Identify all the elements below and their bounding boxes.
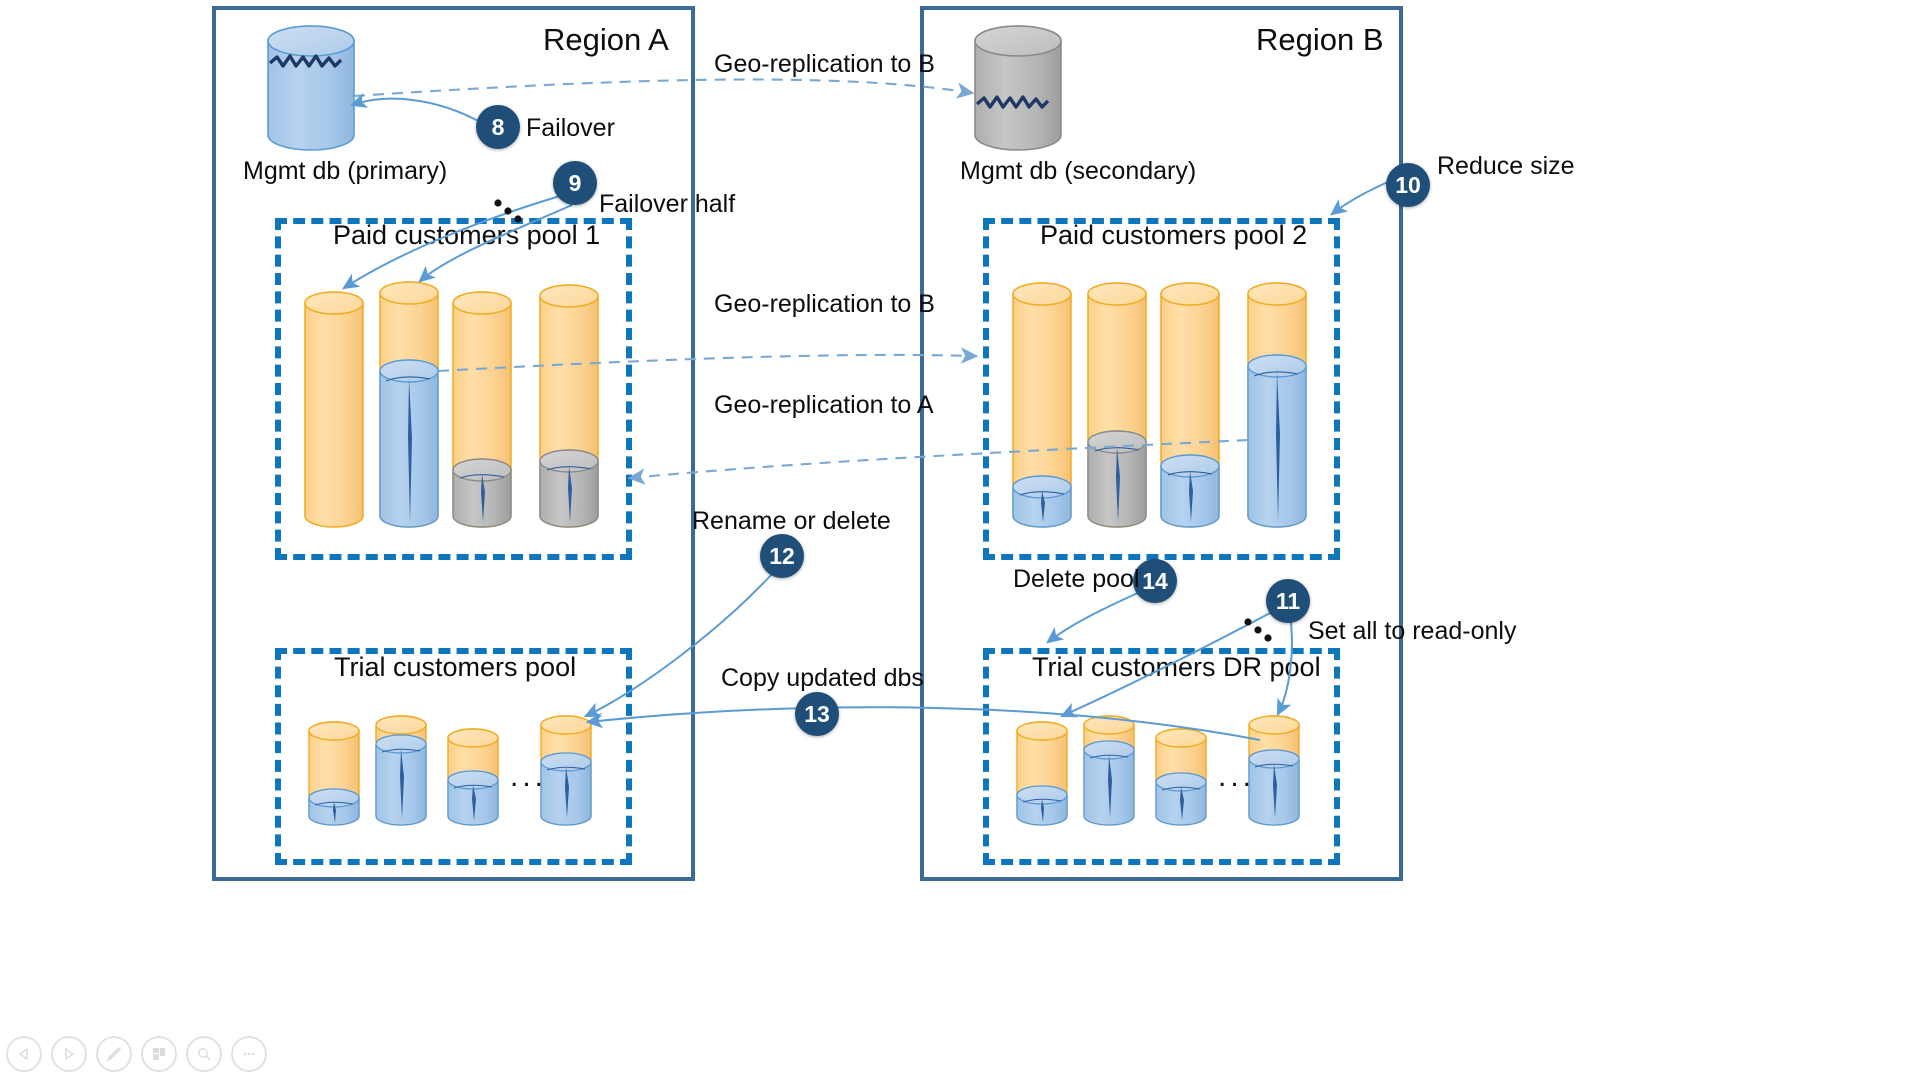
trial-db-3 — [447, 728, 499, 826]
more-button[interactable] — [231, 1036, 267, 1072]
set-read-only-arrow-2 — [1276, 613, 1293, 717]
trial-customers-dr-pool-box — [983, 648, 1340, 865]
trial-dr-db-2 — [1083, 715, 1135, 826]
step-badge-13[interactable]: 13 — [795, 692, 839, 736]
region-b-box — [920, 6, 1403, 881]
trial-db-1 — [308, 721, 360, 826]
bottom-toolbar — [0, 1036, 267, 1072]
step-badge-10[interactable]: 10 — [1386, 163, 1430, 207]
trial-customers-pool-box — [275, 648, 632, 865]
step-badge-12[interactable]: 12 — [760, 534, 804, 578]
trial-dr-pool-ellipsis: ... — [1218, 760, 1256, 793]
step-label-9: Failover half — [599, 190, 736, 218]
trial-db-4 — [540, 715, 592, 826]
pool1-db-2 — [379, 281, 439, 528]
step-label-12: Rename or delete — [692, 507, 891, 535]
pencil-icon — [106, 1047, 121, 1062]
ellipsis-icon — [243, 1052, 255, 1056]
geo-replication-to-a-label: Geo-replication to A — [714, 391, 934, 419]
trial-db-2 — [375, 715, 427, 826]
step-label-13: Copy updated dbs — [721, 664, 924, 692]
step-label-10: Reduce size — [1437, 152, 1575, 180]
region-a-box — [212, 6, 695, 881]
pool2-db-2 — [1087, 282, 1147, 528]
step-badge-11[interactable]: 11 — [1266, 579, 1310, 623]
set-read-only-arrow-1 — [1059, 611, 1273, 718]
step-badge-14[interactable]: 14 — [1133, 559, 1177, 603]
edit-button[interactable] — [96, 1036, 132, 1072]
delete-pool-arrow — [1046, 591, 1141, 644]
geo-replication-to-b-arrow — [437, 347, 979, 373]
magnifier-icon — [198, 1048, 211, 1061]
pool1-db-1 — [304, 291, 364, 528]
paid-customers-pool-1-title: Paid customers pool 1 — [333, 220, 601, 250]
triangle-right-icon — [65, 1047, 75, 1061]
trial-customers-pool-title: Trial customers pool — [334, 652, 577, 682]
trial-dr-db-4 — [1248, 715, 1300, 826]
geo-replication-mgmt-arrow — [353, 78, 975, 99]
failover-half-arrow-1 — [341, 195, 561, 290]
geo-replication-mgmt-label: Geo-replication to B — [714, 50, 935, 78]
trial-dr-db-1 — [1016, 721, 1068, 826]
region-b-title: Region B — [1256, 22, 1384, 57]
previous-button[interactable] — [6, 1036, 42, 1072]
step-label-11: Set all to read-only — [1308, 617, 1517, 645]
step-badge-8[interactable]: 8 — [476, 105, 520, 149]
mgmt-db-primary-label: Mgmt db (primary) — [243, 157, 448, 185]
failover-half-arrow-2 — [418, 204, 573, 283]
paid-customers-pool-2-box — [983, 218, 1340, 560]
trial-dr-db-3 — [1155, 728, 1207, 826]
geo-replication-to-a-arrow — [627, 438, 1249, 485]
paid-customers-pool-2-title: Paid customers pool 2 — [1040, 220, 1308, 250]
paid-customers-pool-1-box — [275, 218, 632, 560]
tilted-dots-dr-pool — [1244, 618, 1272, 642]
trial-pool-ellipsis: ... — [510, 760, 548, 793]
geo-replication-to-b-label: Geo-replication to B — [714, 290, 935, 318]
zoom-button[interactable] — [186, 1036, 222, 1072]
step-label-14: Delete pool — [1013, 565, 1140, 593]
step-badge-9[interactable]: 9 — [553, 161, 597, 205]
trial-customers-dr-pool-title: Trial customers DR pool — [1032, 652, 1321, 682]
failover-arrow — [349, 92, 481, 123]
layout-icon — [153, 1048, 165, 1060]
region-a-title: Region A — [543, 22, 669, 57]
tilted-dots-pool1 — [494, 199, 522, 223]
reduce-size-arrow — [1330, 179, 1393, 216]
triangle-left-icon — [18, 1047, 28, 1061]
pool2-db-1 — [1012, 282, 1072, 528]
mgmt-db-primary-cylinder — [267, 25, 355, 151]
next-button[interactable] — [51, 1036, 87, 1072]
pages-button[interactable] — [141, 1036, 177, 1072]
copy-updated-dbs-arrow — [585, 706, 1261, 741]
rename-or-delete-arrow — [583, 573, 773, 718]
pool1-db-3 — [452, 291, 512, 528]
mgmt-db-secondary-cylinder — [974, 25, 1062, 151]
mgmt-db-secondary-label: Mgmt db (secondary) — [960, 157, 1197, 185]
pool1-db-4 — [539, 284, 599, 528]
step-label-8: Failover — [526, 114, 615, 142]
pool2-db-3 — [1160, 282, 1220, 528]
pool2-db-4 — [1247, 282, 1307, 528]
